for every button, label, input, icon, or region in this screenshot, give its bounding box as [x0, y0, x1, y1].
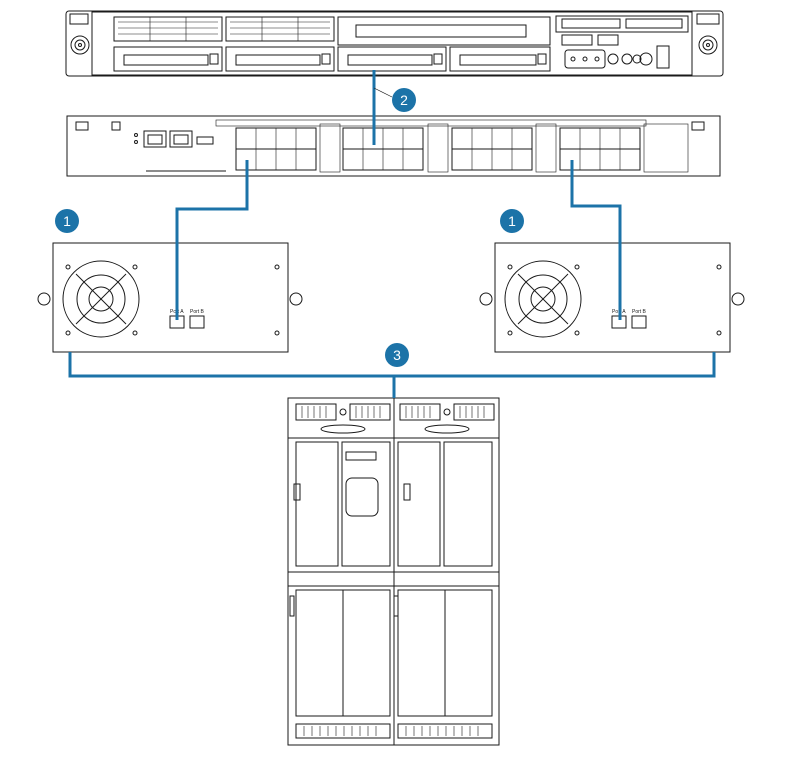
- network-bridge-icon: Port A Port B: [38, 243, 302, 352]
- callout-number: 3: [393, 347, 401, 363]
- port-b-label: Port B: [632, 309, 647, 315]
- callout-2: 2: [392, 88, 416, 112]
- callout-1-right: 1: [500, 209, 524, 233]
- rack-server-icon: [66, 11, 723, 76]
- callout-1-left: 1: [55, 209, 79, 233]
- callout-number: 1: [63, 213, 71, 229]
- callout-number: 1: [508, 213, 516, 229]
- callout-number: 2: [400, 92, 408, 108]
- network-bridge-icon: Port A Port B: [480, 243, 744, 352]
- callout-3: 3: [385, 343, 409, 367]
- fibre-channel-switch-icon: [67, 116, 720, 176]
- port-b-label: Port B: [190, 309, 205, 315]
- tape-library-icon: [288, 398, 499, 745]
